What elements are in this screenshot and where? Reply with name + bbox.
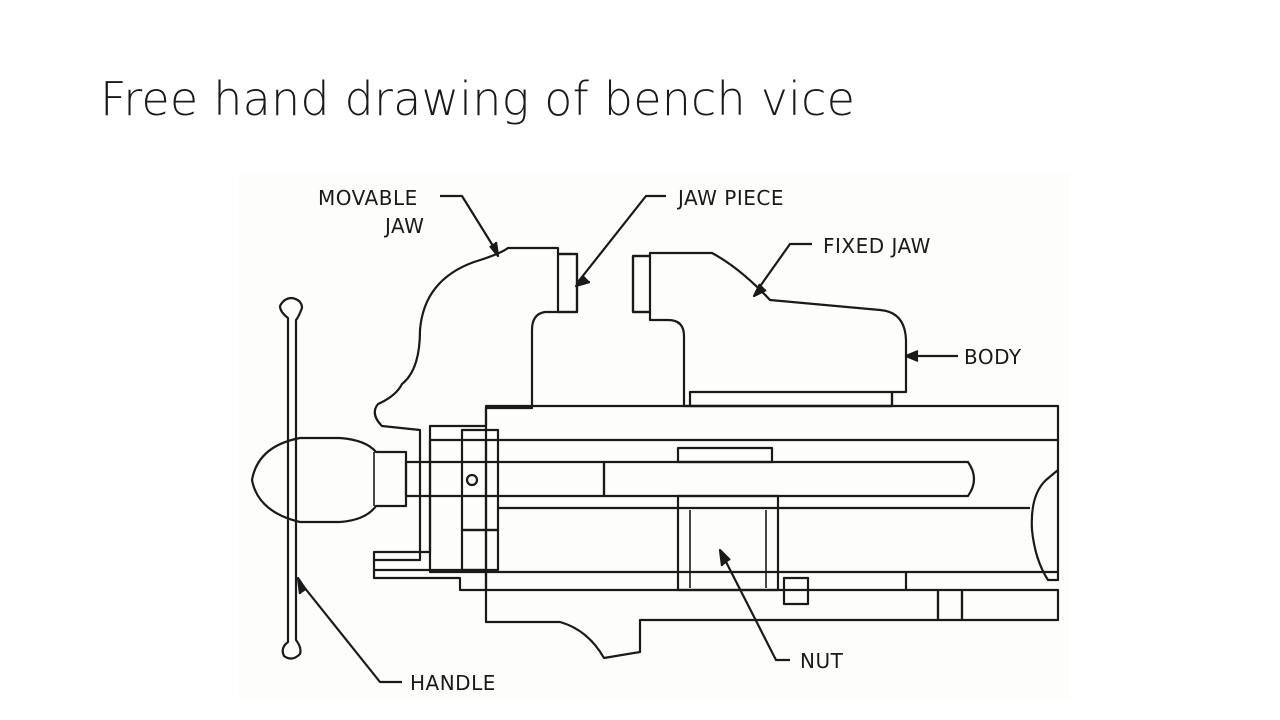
- label-movable-jaw-line2: JAW: [383, 214, 424, 238]
- leader-nut: [721, 553, 790, 662]
- label-jaw-piece: JAW PIECE: [676, 186, 784, 210]
- rail-gap-block: [936, 588, 964, 622]
- leader-handle: [299, 581, 402, 684]
- leader-movable-jaw: [440, 194, 499, 255]
- arrow-fixed-jaw: [752, 283, 767, 298]
- arrow-body: [904, 349, 919, 363]
- body-right-end: [1030, 440, 1060, 582]
- label-fixed-jaw: FIXED JAW: [823, 234, 931, 258]
- drawing-paper: [238, 172, 1070, 700]
- screw-thread: [602, 460, 976, 498]
- movable-jaw: [372, 246, 579, 592]
- handle-boss: [250, 436, 408, 524]
- fixed-jaw: [631, 251, 908, 408]
- leader-fixed-jaw: [755, 242, 812, 293]
- small-stop: [782, 576, 810, 606]
- body-bottom-rail: [484, 588, 940, 660]
- arrow-handle: [296, 576, 307, 595]
- label-body: BODY: [964, 345, 1022, 369]
- bench-vice-drawing: MOVABLE JAW JAW PIECE FIXED JAW BODY NUT…: [238, 172, 1070, 700]
- slide-title: Free hand drawing of bench vice: [100, 72, 856, 126]
- nut-body: [676, 494, 780, 592]
- label-movable-jaw-line1: MOVABLE: [318, 186, 418, 210]
- nut: [676, 446, 774, 464]
- arrow-movable-jaw: [489, 241, 500, 258]
- movable-jaw-piece: [556, 252, 579, 314]
- leader-jaw-piece: [577, 194, 666, 283]
- label-handle: HANDLE: [410, 671, 496, 695]
- arrow-nut: [718, 548, 731, 567]
- arrow-jaw-piece: [574, 275, 591, 288]
- fixed-jaw-piece: [631, 254, 652, 314]
- jaw-inner-block: [428, 438, 488, 574]
- handle-bar: [278, 296, 304, 660]
- screw-collar-lower: [460, 528, 500, 572]
- collar-pin: [465, 473, 479, 487]
- label-nut: NUT: [800, 649, 844, 673]
- leader-lines: [296, 194, 958, 684]
